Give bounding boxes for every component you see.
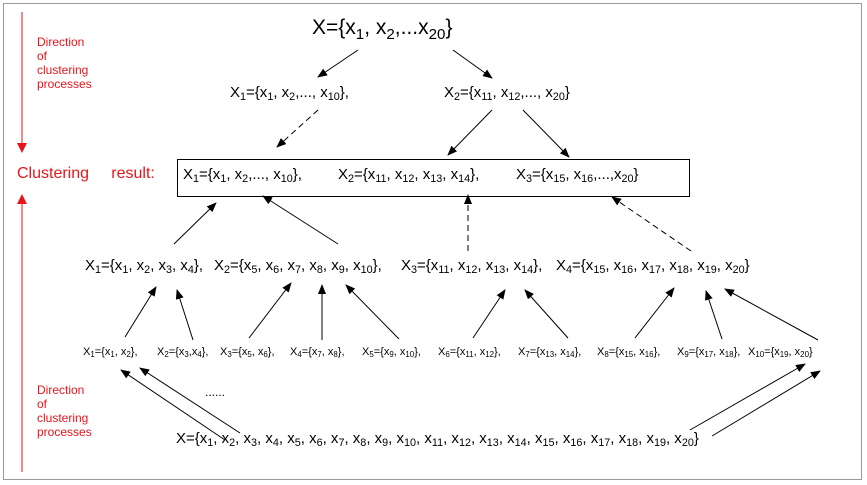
set-pair-6: X6={x11, x12}, — [438, 346, 501, 360]
set-result-3: X3={x15, x16,...,x20} — [516, 166, 639, 186]
set-pair-4: X4={x7, x8}, — [290, 346, 345, 360]
set-result-1: X1={x1, x2,..., x10}, — [183, 166, 302, 186]
ellipsis: ...... — [205, 385, 226, 399]
arrow-x2-to-result-3 — [522, 109, 570, 158]
set-pair-7: X7={x13, x14}, — [518, 346, 582, 360]
arrow-pair10-to-four4 — [724, 288, 819, 341]
arrow-four1-to-result — [173, 202, 217, 245]
arrow-x2-to-result-2 — [447, 109, 493, 156]
direction-label-bottom: Direction of clustering processes — [37, 383, 92, 439]
set-pair-5: X5={x9, x10}, — [362, 346, 421, 360]
arrow-pair1-to-four1 — [124, 286, 157, 338]
set-pair-8: X8={x15, x16}, — [597, 346, 661, 360]
set-four-1: X1={x1, x2, x3, x4}, — [85, 257, 204, 277]
arrow-pair3-to-four2 — [248, 282, 292, 339]
set-top: X={x1, x2,...x20} — [312, 16, 453, 43]
set-four-3: X3={x11, x12, x13, x14}, — [401, 257, 543, 277]
set-bottom: X={x1, x2, x3, x4, x5, x6, x7, x8, x9, x… — [176, 430, 699, 450]
set-result-2: X2={x11, x12, x13, x14}, — [338, 166, 480, 186]
arrow-x2-to-pair1 — [139, 367, 241, 434]
arrow-top-to-x2 — [452, 49, 493, 79]
set-four-2: X2={x5, x6, x7, x8, x9, x10}, — [214, 257, 382, 277]
set-pair-10: X10={x19, x20} — [748, 346, 813, 360]
arrow-x19-to-pair10 — [689, 363, 806, 431]
arrow-pair5-to-four2 — [345, 284, 400, 340]
direction-label-top: Direction of clustering processes — [37, 35, 92, 91]
arrow-top-to-x1 — [317, 49, 359, 78]
clustering-result-box — [177, 159, 690, 197]
arrow-pair9-to-four4 — [705, 290, 723, 340]
set-four-4: X4={x15, x16, x17, x18, x19, x20} — [556, 257, 750, 277]
set-split-1: X1={x1, x2,..., x10}, — [230, 84, 349, 104]
arrow-pair6-to-four3 — [472, 289, 506, 339]
set-pair-1: X1={x1, x2}, — [83, 346, 138, 360]
arrow-x1-to-pair1 — [120, 369, 226, 441]
set-pair-3: X3={x5, x6}, — [220, 346, 275, 360]
arrow-four4-to-result — [611, 196, 692, 252]
arrow-pair7-to-four3 — [524, 289, 569, 339]
set-pair-2: X2={x3,x4}, — [157, 346, 209, 360]
arrow-x1-to-result — [276, 109, 319, 148]
arrow-pair2-to-four1 — [175, 289, 194, 341]
set-split-2: X2={x11, x12,..., x20} — [444, 84, 570, 104]
arrow-pair8-to-four4 — [634, 287, 675, 339]
set-pair-9: X9={x17, x18}, — [677, 346, 741, 360]
arrow-four2-to-result — [262, 195, 339, 245]
clustering-result-label: Clustering result: — [17, 165, 155, 182]
figure-frame — [3, 3, 862, 480]
arrow-x20-to-pair10 — [711, 370, 821, 437]
